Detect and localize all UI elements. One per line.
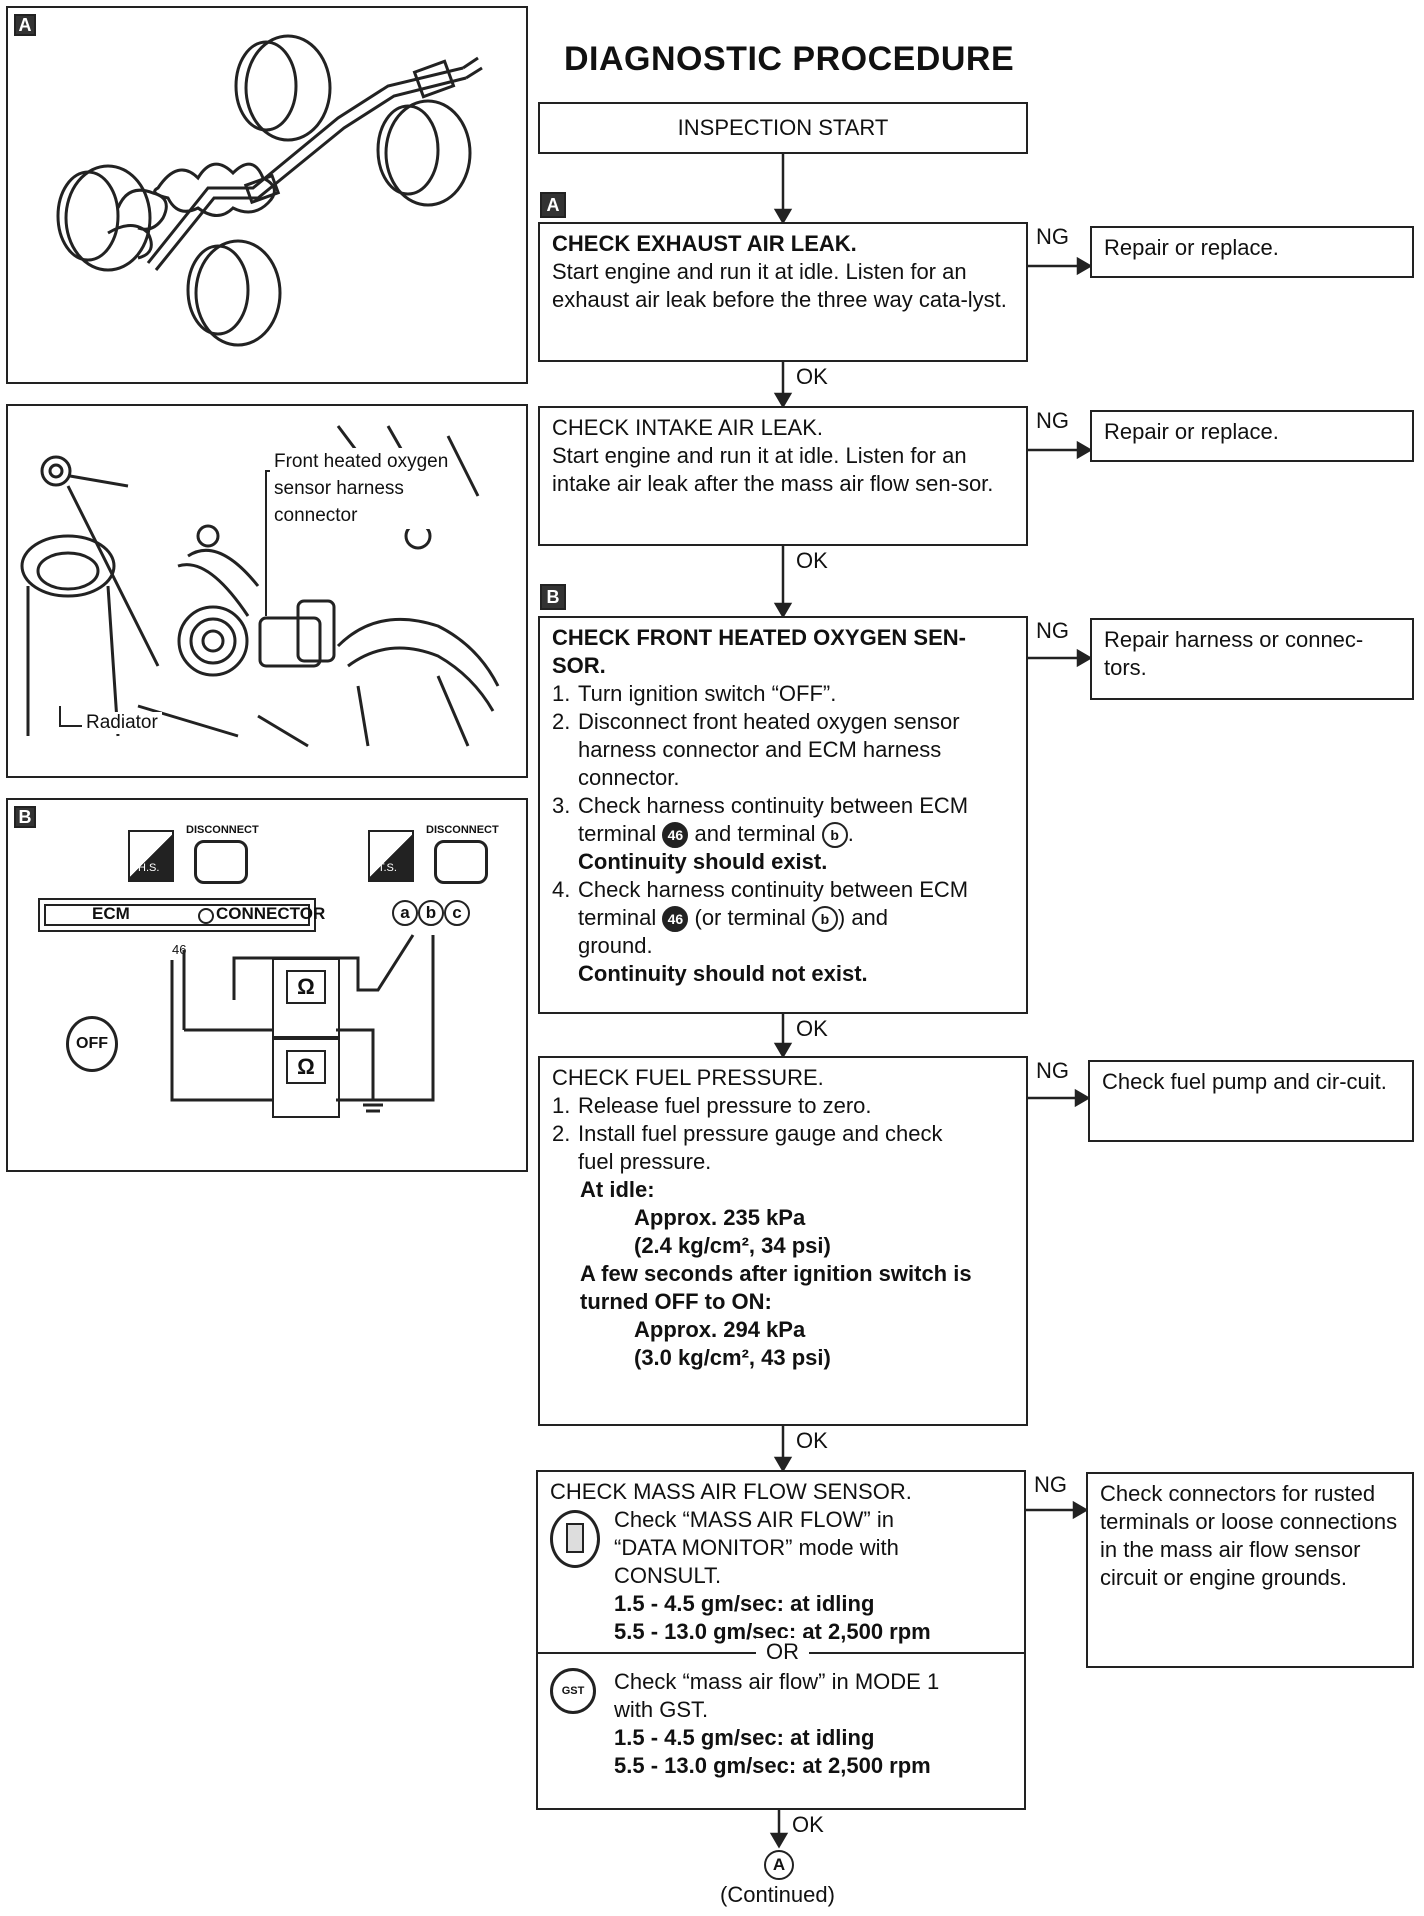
step-fuel-heading: CHECK FUEL PRESSURE. xyxy=(552,1065,824,1090)
terminal-b-icon: b xyxy=(811,906,838,933)
step-oxygen-heading-1: CHECK FRONT HEATED OXYGEN SEN- xyxy=(552,625,966,650)
ng-label-1: NG xyxy=(1036,224,1069,249)
hs-icon: H.S. xyxy=(128,830,174,882)
callout-line-2: sensor harness xyxy=(274,478,404,499)
ng-action-1: Repair or replace. xyxy=(1090,226,1414,278)
ecm-connector-bar: ECM CONNECTOR xyxy=(38,898,325,932)
step-exhaust-text: Start engine and run it at idle. Listen … xyxy=(552,259,1007,312)
pin-c: c xyxy=(444,900,470,926)
ts-label: T.S. xyxy=(378,862,397,874)
gst-icon: GST xyxy=(550,1668,596,1714)
ng-action-3: Repair harness or connec-tors. xyxy=(1090,618,1414,700)
step-oxygen-heading-2: SOR. xyxy=(552,653,606,678)
ignition-off-icon: OFF xyxy=(66,1016,118,1072)
disconnect-icon-2 xyxy=(434,840,488,884)
ng-label-5: NG xyxy=(1034,1472,1067,1497)
step-oxygen-sensor: CHECK FRONT HEATED OXYGEN SEN- SOR. 1.Tu… xyxy=(538,616,1028,1014)
oxygen-item-2: 2. Disconnect front heated oxygen sensor… xyxy=(552,709,960,790)
callout-line-3: connector xyxy=(274,505,358,526)
ok-label-1: OK xyxy=(796,364,828,389)
ng-label-2: NG xyxy=(1036,408,1069,433)
pin-a: a xyxy=(392,900,418,926)
step-fuel-pressure: CHECK FUEL PRESSURE. 1.Release fuel pres… xyxy=(538,1056,1028,1426)
fuel-at-idle: At idle: xyxy=(580,1177,655,1202)
ng-action-2: Repair or replace. xyxy=(1090,410,1414,462)
disconnect-label-2: DISCONNECT xyxy=(426,824,499,836)
gst-spec-idle: 1.5 - 4.5 gm/sec: at idling xyxy=(614,1725,875,1750)
ts-icon: T.S. xyxy=(368,830,414,882)
step-mass-air-flow: CHECK MASS AIR FLOW SENSOR. Check “MASS … xyxy=(536,1470,1026,1810)
disconnect-label-1: DISCONNECT xyxy=(186,824,259,836)
figure-b-continuity-diagram: B H.S. DISCONNECT T.S. DISCONNECT ECM CO… xyxy=(6,798,528,1172)
consult-spec-idle: 1.5 - 4.5 gm/sec: at idling xyxy=(614,1591,875,1616)
figure-a-tag: A xyxy=(14,14,36,36)
callout-line-1: Front heated oxygen xyxy=(274,451,449,472)
fuel-after-conversion: (3.0 kg/cm², 43 psi) xyxy=(634,1345,831,1370)
fuel-after-2: turned OFF to ON: xyxy=(580,1289,772,1314)
ohmmeter-2: Ω xyxy=(272,1038,340,1118)
sensor-connector-pins: a b c xyxy=(392,900,470,926)
fuel-item-1: 1.Release fuel pressure to zero. xyxy=(552,1093,872,1118)
ng-label-3: NG xyxy=(1036,618,1069,643)
terminal-46-icon: 46 xyxy=(662,822,689,849)
ohm-symbol-1: Ω xyxy=(286,970,326,1004)
continuation-connector-a: A xyxy=(764,1850,794,1880)
engine-bay-drawing xyxy=(20,425,500,748)
fuel-idle-value: Approx. 235 kPa xyxy=(634,1205,806,1230)
radiator-callout: Radiator xyxy=(82,712,162,734)
or-label: OR xyxy=(756,1638,809,1666)
fuel-idle-conversion: (2.4 kg/cm², 34 psi) xyxy=(634,1233,831,1258)
step-exhaust-heading: CHECK EXHAUST AIR LEAK. xyxy=(552,231,857,256)
ecm-label: ECM xyxy=(92,904,130,923)
page-title: DIAGNOSTIC PROCEDURE xyxy=(564,40,1015,78)
consult-line-3: CONSULT. xyxy=(614,1563,722,1588)
gst-spec-rpm: 5.5 - 13.0 gm/sec: at 2,500 rpm xyxy=(614,1753,931,1778)
oxygen-item-4: 4. Check harness continuity between ECM … xyxy=(552,877,969,987)
terminal-b-icon: b xyxy=(821,822,848,849)
pin-b: b xyxy=(418,900,444,926)
gst-line-1: Check “mass air flow” in MODE 1 xyxy=(614,1669,940,1694)
ng-action-4: Check fuel pump and cir-cuit. xyxy=(1088,1060,1414,1142)
gst-line-2: with GST. xyxy=(614,1697,709,1722)
ohm-symbol-2: Ω xyxy=(286,1050,326,1084)
step-a-tag: A xyxy=(540,192,566,218)
figure-photo-oxygen-sensor: Front heated oxygen sensor harness conne… xyxy=(6,404,528,778)
fuel-item-2: 2. Install fuel pressure gauge and check… xyxy=(552,1121,943,1174)
continued-label: (Continued) xyxy=(720,1882,835,1907)
ok-label-4: OK xyxy=(796,1428,828,1453)
ng-action-5: Check connectors for rusted terminals or… xyxy=(1086,1472,1414,1668)
ok-label-3: OK xyxy=(796,1016,828,1041)
step-intake-heading: CHECK INTAKE AIR LEAK. xyxy=(552,415,824,440)
connector-callout: Front heated oxygen sensor harness conne… xyxy=(270,448,453,529)
step-b-tag: B xyxy=(540,584,566,610)
inspection-start-box: INSPECTION START xyxy=(538,102,1028,154)
consult-line-2: “DATA MONITOR” mode with xyxy=(614,1535,899,1560)
connector-label: CONNECTOR xyxy=(216,904,326,923)
ng-label-4: NG xyxy=(1036,1058,1069,1083)
fuel-after-1: A few seconds after ignition switch is xyxy=(580,1261,972,1286)
exhaust-system-drawing xyxy=(56,34,483,347)
figure-b-tag: B xyxy=(14,806,36,828)
terminal-46-icon: 46 xyxy=(662,906,689,933)
step-intake-text: Start engine and run it at idle. Listen … xyxy=(552,443,994,496)
oxygen-item-1: 1.Turn ignition switch “OFF”. xyxy=(552,681,837,706)
probe-wiring xyxy=(170,934,435,1113)
ok-label-5: OK xyxy=(792,1812,824,1837)
or-divider: OR xyxy=(538,1638,1024,1666)
step-maf-heading: CHECK MASS AIR FLOW SENSOR. xyxy=(550,1479,912,1504)
step-exhaust-air-leak: CHECK EXHAUST AIR LEAK. Start engine and… xyxy=(538,222,1028,362)
figure-a-exhaust-illustration: A xyxy=(6,6,528,384)
fuel-after-value: Approx. 294 kPa xyxy=(634,1317,806,1342)
step-intake-air-leak: CHECK INTAKE AIR LEAK. Start engine and … xyxy=(538,406,1028,546)
consult-line-1: Check “MASS AIR FLOW” in xyxy=(614,1507,894,1532)
oxygen-item-3: 3. Check harness continuity between ECM … xyxy=(552,793,969,875)
ok-label-2: OK xyxy=(796,548,828,573)
hs-label: H.S. xyxy=(138,862,160,874)
consult-icon xyxy=(550,1510,600,1568)
disconnect-icon-1 xyxy=(194,840,248,884)
